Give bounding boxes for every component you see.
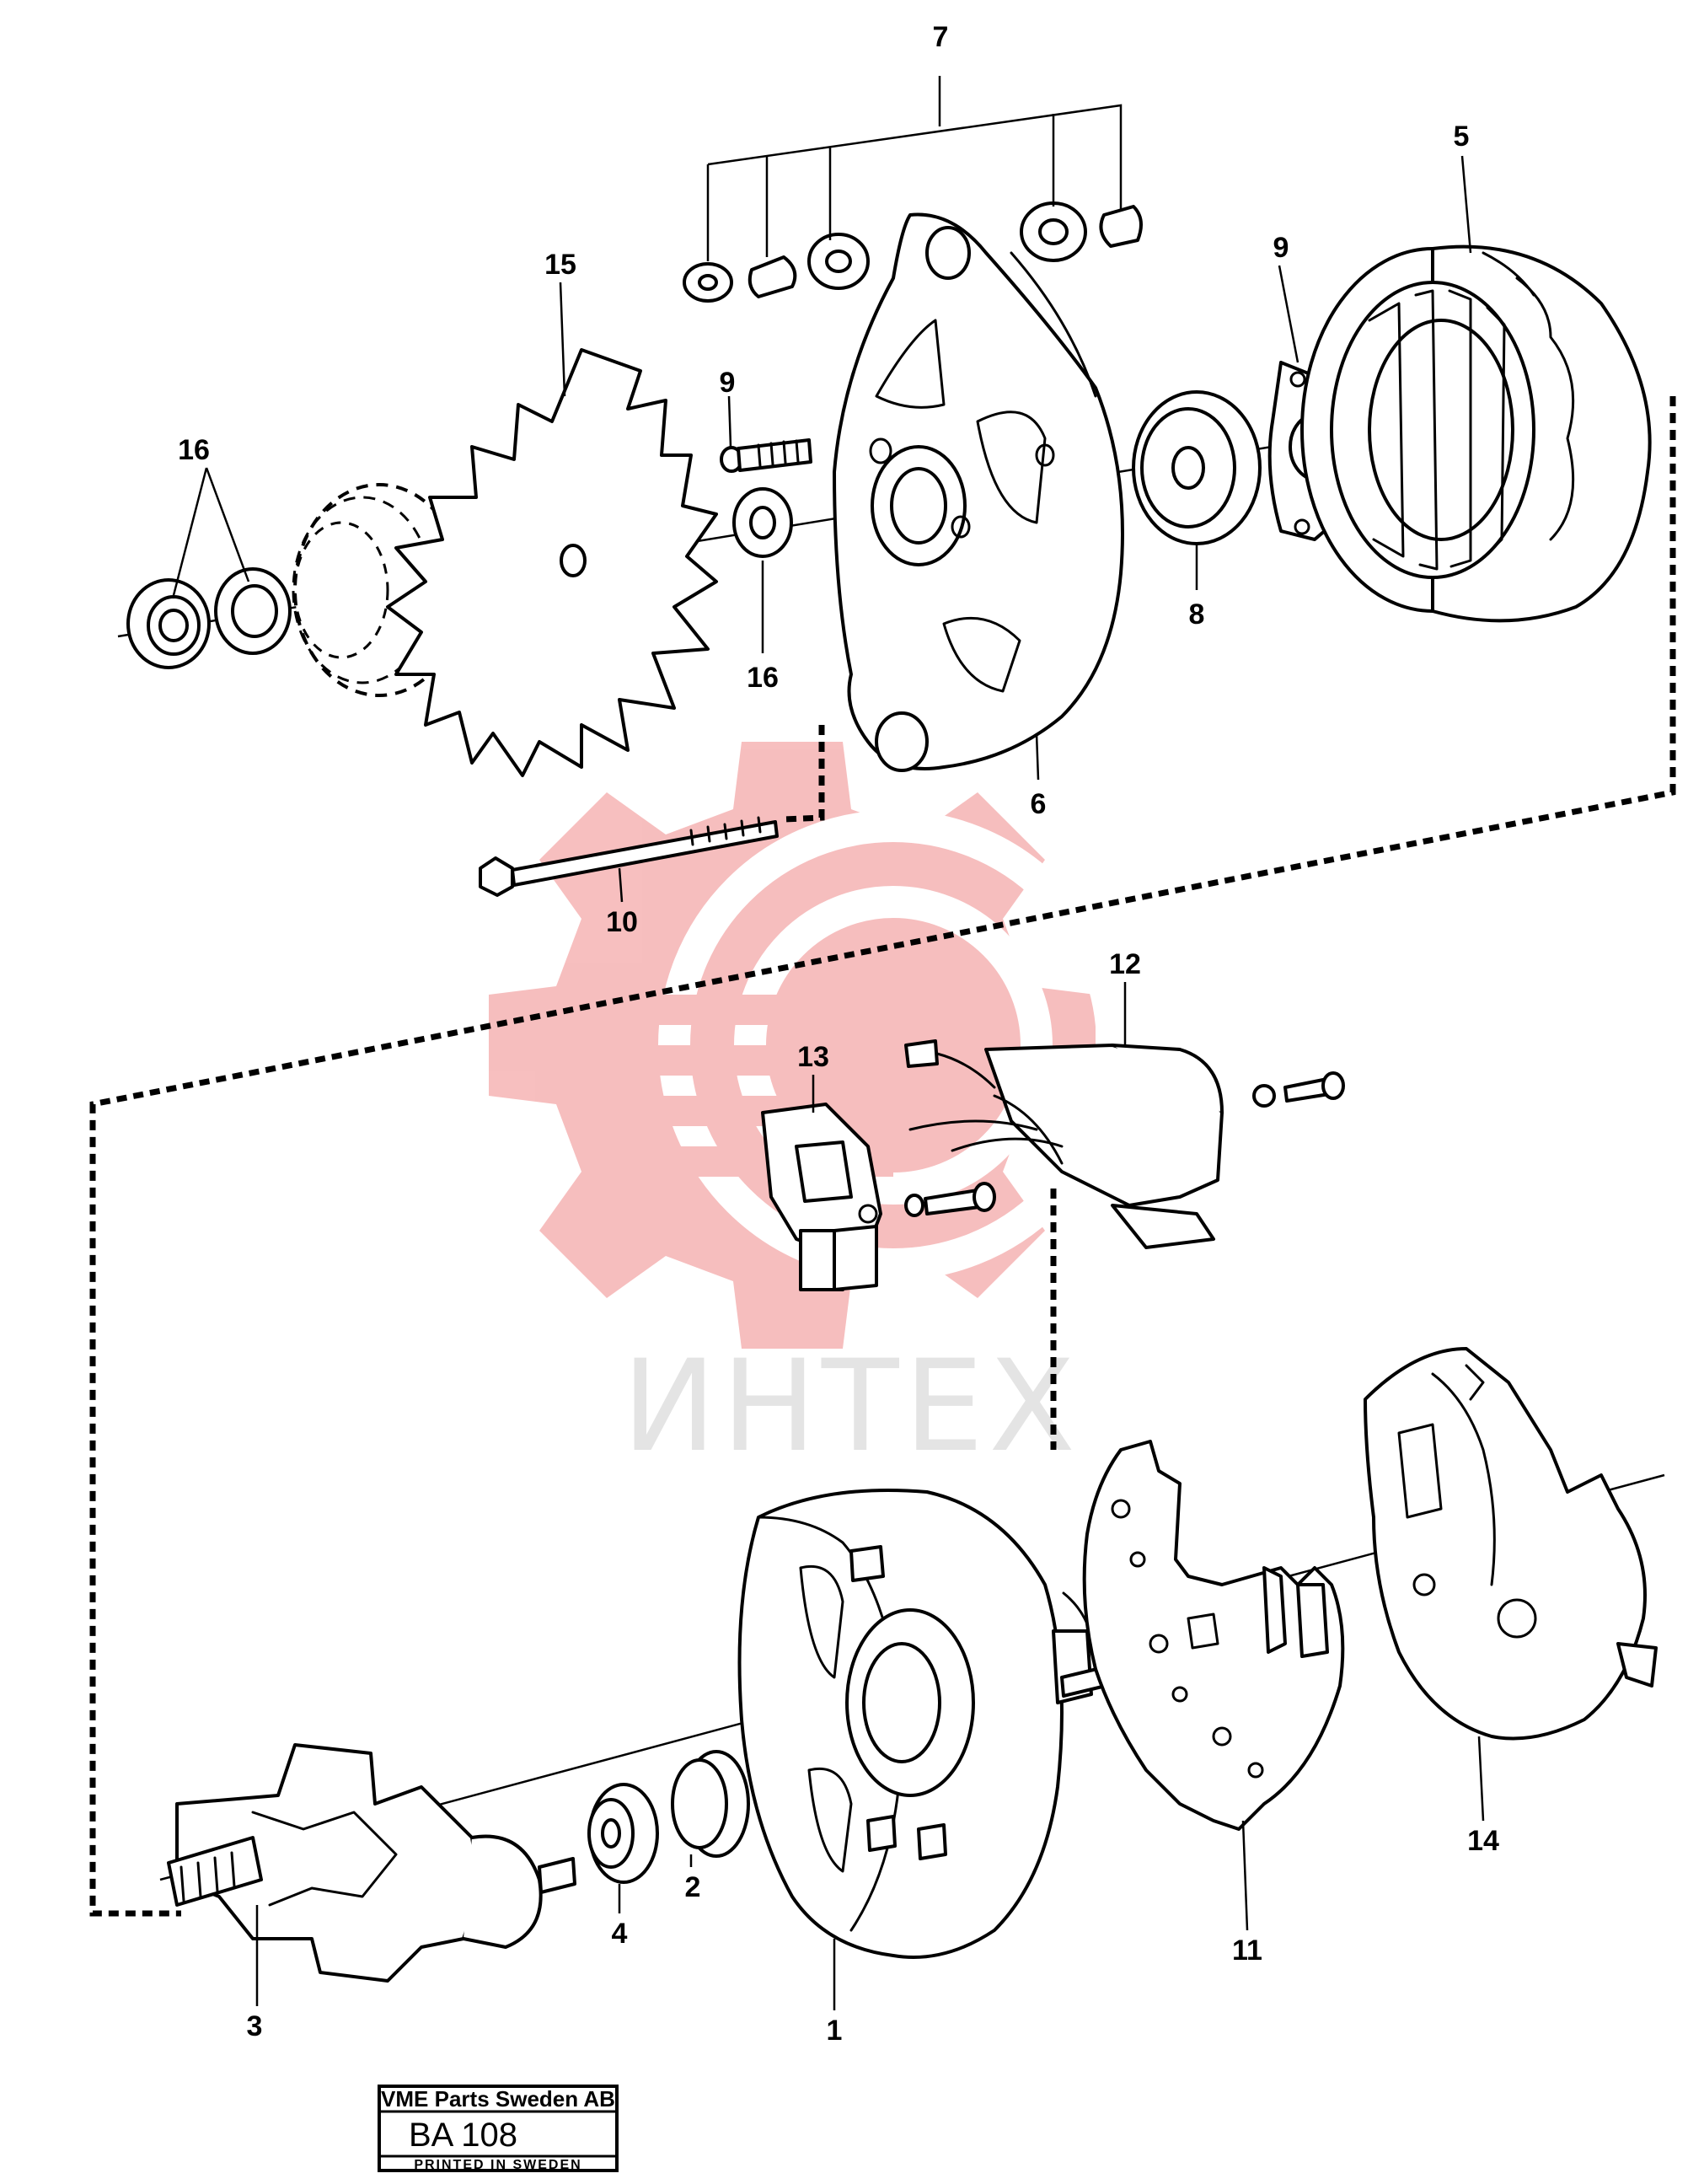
callout-8: 8 <box>1189 598 1205 631</box>
stamp-company: VME Parts Sweden AB <box>381 2086 615 2112</box>
watermark: ИНТЕХ <box>489 742 1128 1480</box>
bolt-dash-line <box>783 725 825 823</box>
watermark-text: ИНТЕХ <box>622 1333 1080 1480</box>
part-16-washer <box>214 567 292 655</box>
part-1-end-housing <box>737 1489 1107 1959</box>
part-14-cover <box>1364 1347 1658 1741</box>
part-13-screw <box>904 1182 996 1217</box>
part-16-nut <box>126 578 211 669</box>
callout-11: 11 <box>1232 1934 1262 1967</box>
stamp-code: BA 108 <box>409 2117 517 2154</box>
part-8-bearing <box>1132 390 1262 545</box>
callout-9-plate: 9 <box>1273 232 1289 264</box>
publisher-stamp: VME Parts Sweden AB BA 108 PRINTED IN SW… <box>378 2085 619 2172</box>
callout-13: 13 <box>797 1041 829 1073</box>
part-7-bracket <box>706 76 1123 261</box>
callout-7: 7 <box>933 21 949 53</box>
part-6-end-housing <box>833 212 1124 772</box>
callout-2: 2 <box>685 1871 701 1903</box>
part-3-rotor <box>167 1743 576 1983</box>
part-10-long-bolt <box>479 816 779 897</box>
callout-5: 5 <box>1454 121 1470 153</box>
part-7-insulation-set <box>683 201 1143 303</box>
callout-14: 14 <box>1467 1825 1499 1857</box>
part-12-regulator <box>904 1039 1224 1249</box>
leader-lines <box>171 155 1485 2010</box>
callout-16-washer: 16 <box>747 662 779 694</box>
part-11-rectifier <box>1082 1440 1345 1831</box>
callout-6: 6 <box>1031 788 1047 820</box>
callout-12: 12 <box>1109 948 1141 980</box>
callout-16-nut: 16 <box>178 434 210 466</box>
part-15-fan <box>386 348 718 777</box>
callout-10: 10 <box>606 906 638 938</box>
part-16-center-washer <box>732 487 793 558</box>
callout-15: 15 <box>544 249 576 281</box>
callout-1: 1 <box>827 2015 843 2047</box>
part-2-retaining-ring <box>671 1750 750 1858</box>
part-5-stator <box>1300 244 1652 623</box>
stamp-printed: PRINTED IN SWEDEN <box>414 2158 581 2172</box>
callout-labels: 7 5 9 15 16 9 16 8 6 10 12 13 4 2 11 14 … <box>178 21 1499 2047</box>
part-13-brush-holder <box>761 1103 882 1291</box>
part-4-bearing <box>587 1783 659 1884</box>
callout-4: 4 <box>612 1918 628 1950</box>
through-bolt-dash-loop <box>89 396 1676 1917</box>
part-12-screw <box>1252 1071 1345 1108</box>
callout-9-screw: 9 <box>720 367 736 399</box>
part-9-screw-top <box>720 438 812 473</box>
callout-3: 3 <box>247 2010 263 2042</box>
